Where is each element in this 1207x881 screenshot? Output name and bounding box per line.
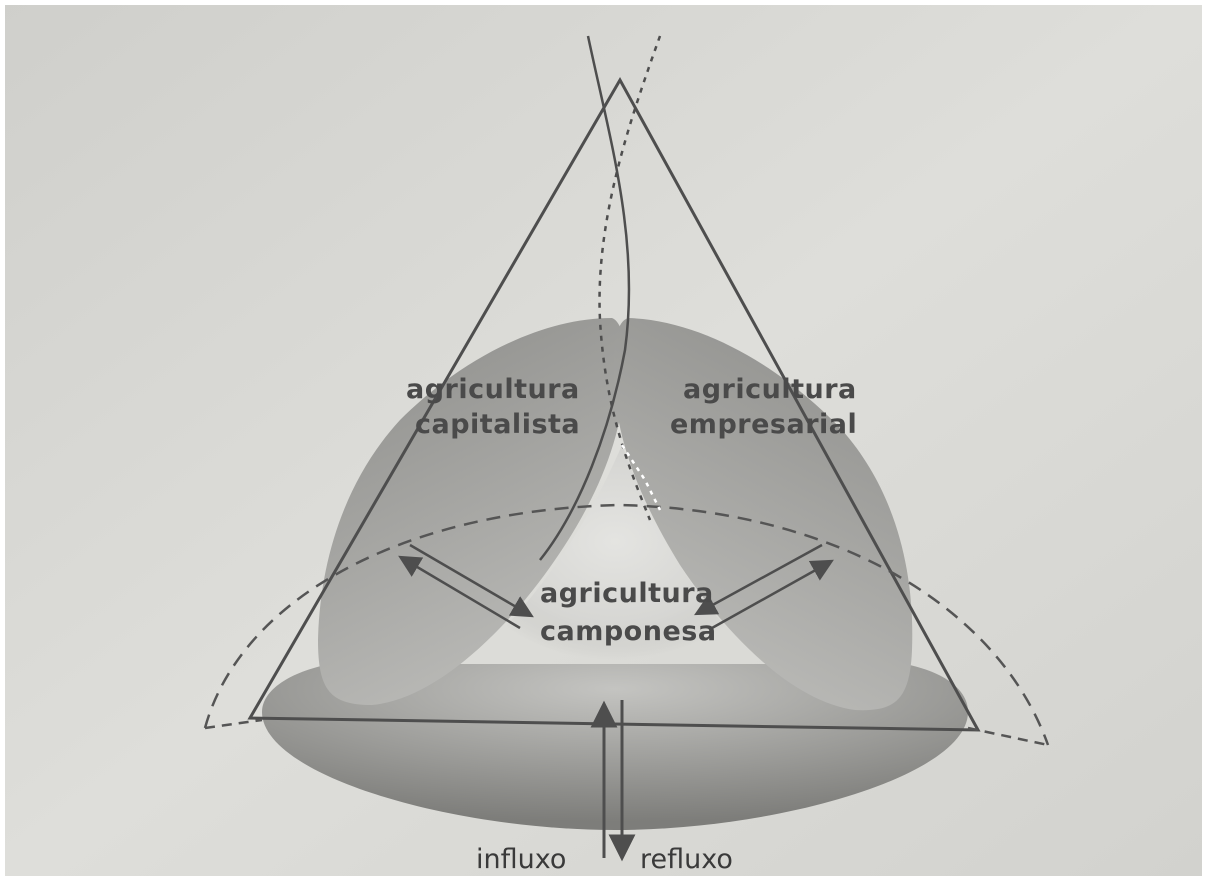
peasant-label-line2: camponesa [540,616,717,647]
enterprise-label-line1: agricultura [683,374,857,405]
dashed-arc [203,503,1050,746]
peasant-label-line1: agricultura [540,578,714,609]
left-exchange-arrows [398,543,534,630]
outflow-label: refluxo [640,844,733,875]
dashed-arc-base-left [204,718,263,730]
base-shape [262,664,968,830]
capitalist-label-line1: agricultura [406,374,580,405]
enterprise-lobe [613,318,913,711]
enterprise-label-line2: empresarial [670,409,857,440]
dotted-crossing-curve [598,35,662,521]
peasant-region [470,445,760,660]
right-exchange-arrows [694,543,834,630]
solid-crossing-curve [539,35,631,561]
capitalist-lobe [318,318,625,705]
vertical-flow-arrows [590,700,636,862]
inflow-label: influxo [476,844,566,875]
capitalist-label-line2: capitalista [415,409,580,440]
dashed-arc-base-right [967,726,1049,747]
dotted-inner-line [620,444,662,511]
